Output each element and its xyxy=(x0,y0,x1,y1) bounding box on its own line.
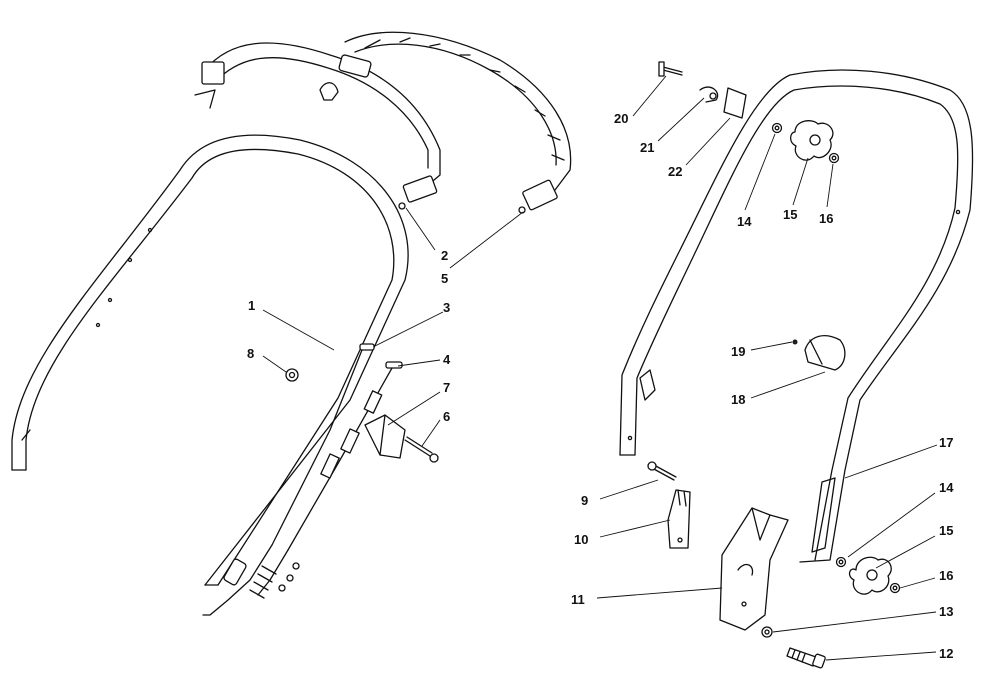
cable-guide-18 xyxy=(804,335,846,371)
knob-15-top xyxy=(789,120,834,161)
bolt-12 xyxy=(786,647,826,669)
nut-16-top xyxy=(828,152,840,164)
callout-2: 2 xyxy=(441,248,448,263)
callout-13: 13 xyxy=(939,604,953,619)
upper-handle-bar xyxy=(194,42,441,210)
callout-21: 21 xyxy=(640,140,654,155)
callout-22: 22 xyxy=(668,164,682,179)
callout-16-bottom: 16 xyxy=(939,568,953,583)
bolt-20 xyxy=(658,61,683,77)
callout-14-top: 14 xyxy=(737,214,752,229)
bracket-10 xyxy=(667,489,691,549)
cable-assembly xyxy=(202,343,403,616)
callout-14-bottom: 14 xyxy=(939,480,954,495)
callout-15-bottom: 15 xyxy=(939,523,953,538)
knob-15-bottom xyxy=(848,556,892,595)
callout-7: 7 xyxy=(443,380,450,395)
callout-12: 12 xyxy=(939,646,953,661)
callout-3: 3 xyxy=(443,300,450,315)
callout-1: 1 xyxy=(248,298,255,313)
callout-4: 4 xyxy=(443,352,451,367)
nut-8 xyxy=(285,368,299,382)
callout-9: 9 xyxy=(581,493,588,508)
grip-bar xyxy=(344,31,572,214)
callout-11: 11 xyxy=(571,592,585,607)
callout-labels: 1 2 3 4 5 6 7 8 9 10 11 12 13 14 14 15 1… xyxy=(247,111,954,661)
callout-8: 8 xyxy=(247,346,254,361)
callout-17: 17 xyxy=(939,435,953,450)
washer-13 xyxy=(761,626,773,638)
cable-clip xyxy=(364,414,406,459)
lower-handle-tube xyxy=(11,134,409,586)
leader-lines xyxy=(262,75,938,661)
clip-21 xyxy=(699,86,719,103)
plate-22 xyxy=(723,87,747,119)
screw-19 xyxy=(792,339,798,345)
bolt-9 xyxy=(647,461,677,481)
callout-5: 5 xyxy=(441,271,448,286)
callout-15-top: 15 xyxy=(783,207,797,222)
screw-6 xyxy=(404,436,439,463)
washer-14-top xyxy=(771,122,783,134)
nut-16-bottom xyxy=(889,582,901,594)
callout-10: 10 xyxy=(574,532,588,547)
callout-18: 18 xyxy=(731,392,745,407)
bracket-11 xyxy=(719,507,789,631)
main-handle-frame xyxy=(619,69,974,563)
washer-14-bottom xyxy=(835,556,847,568)
callout-20: 20 xyxy=(614,111,628,126)
callout-19: 19 xyxy=(731,344,745,359)
callout-6: 6 xyxy=(443,409,450,424)
callout-16-top: 16 xyxy=(819,211,833,226)
